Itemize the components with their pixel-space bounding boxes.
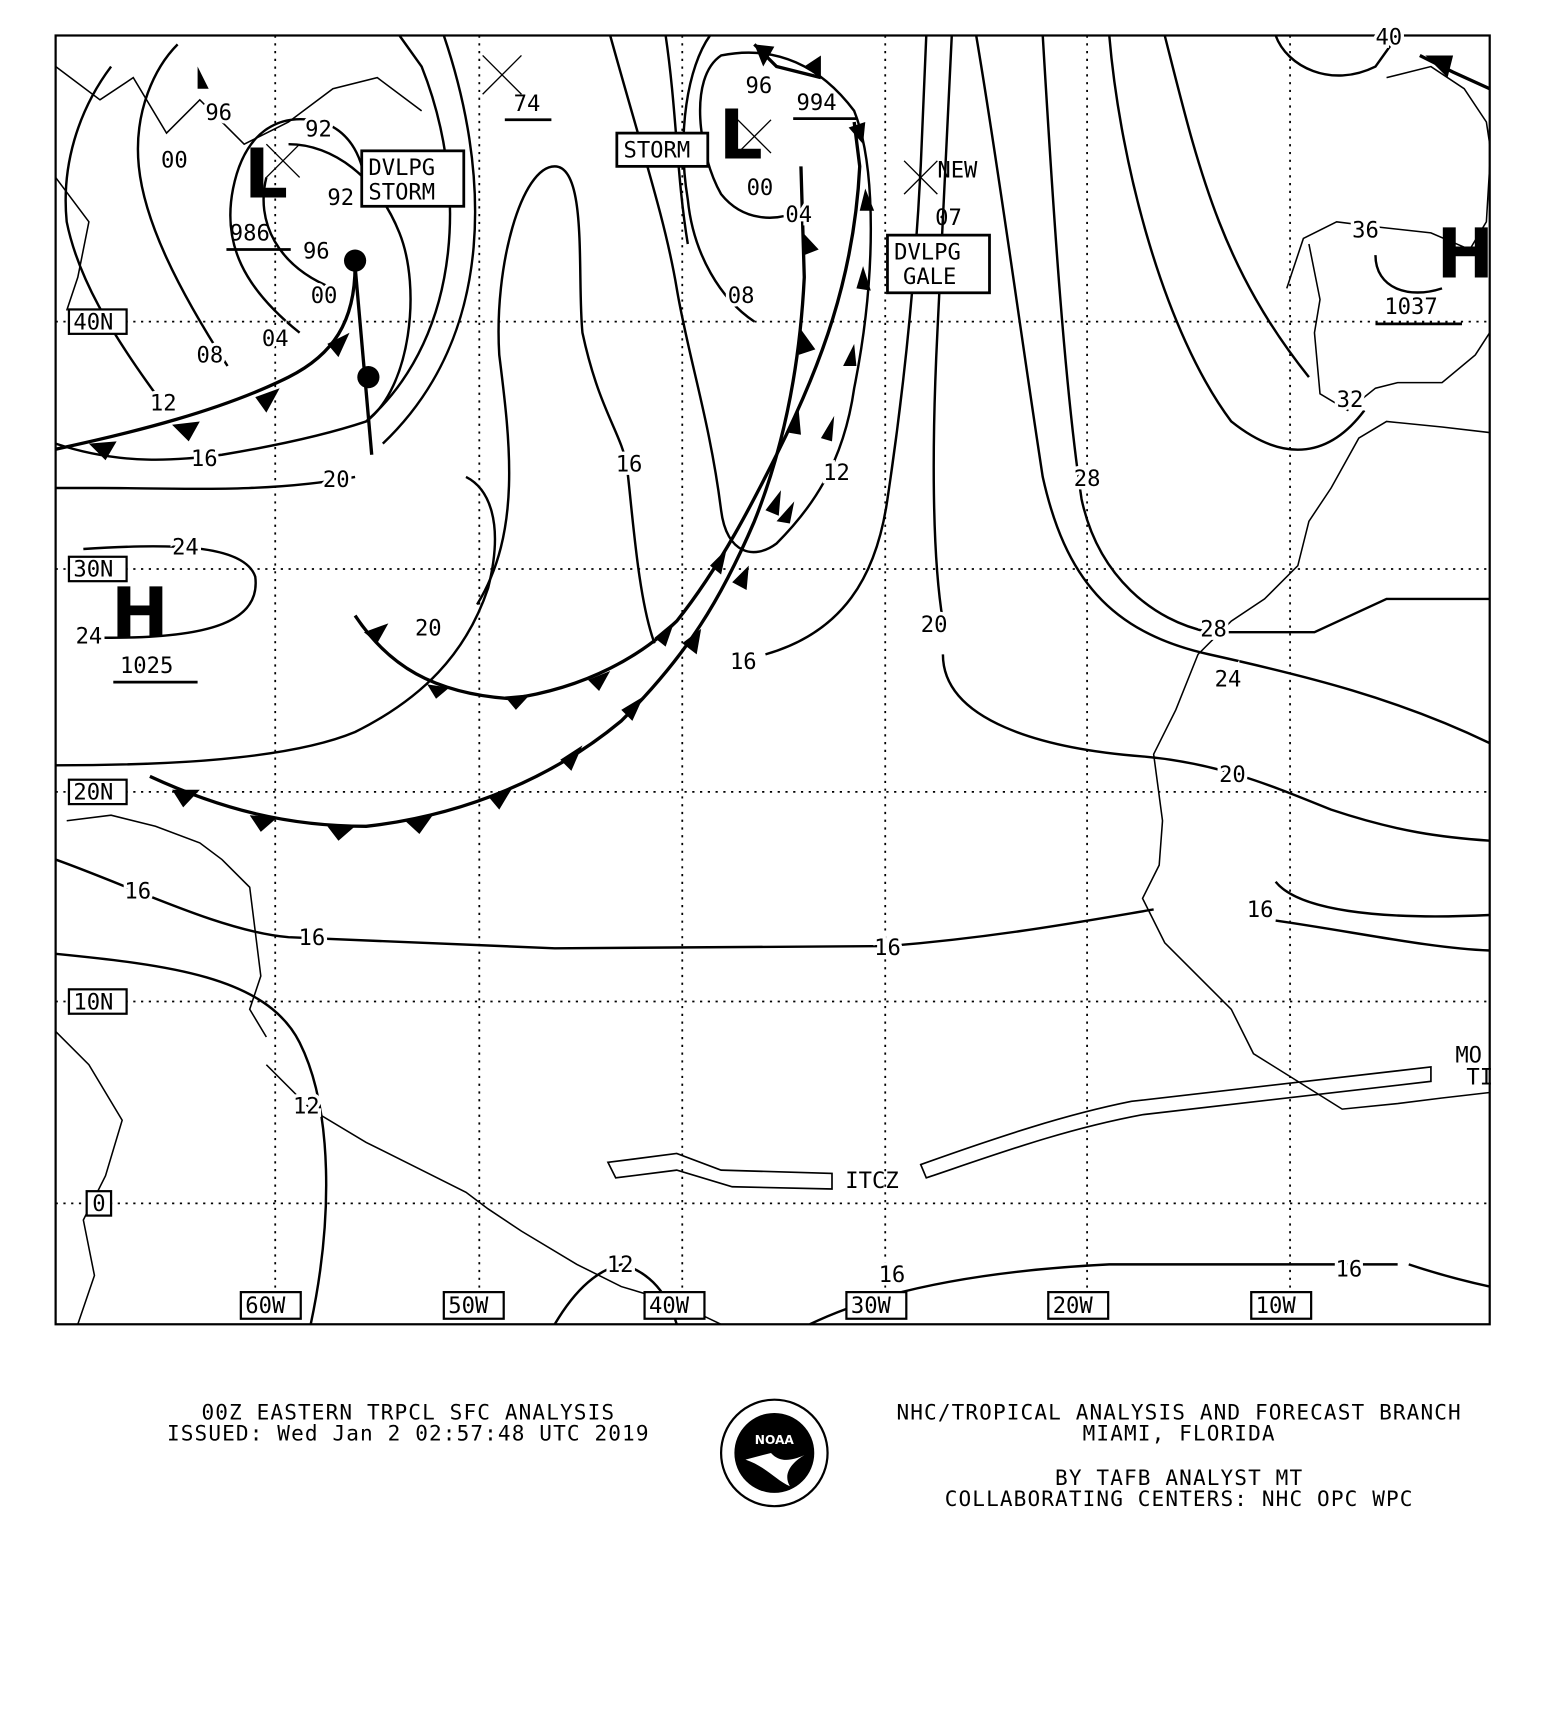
isobar-label: 20 [415, 616, 442, 642]
lat-label-30n: 30N [73, 557, 113, 583]
lon-label-30w: 30W [851, 1293, 892, 1319]
isobar-label: 12 [607, 1252, 634, 1278]
lat-label-20n: 20N [73, 780, 113, 806]
itcz-band [606, 1066, 1432, 1190]
isobar-label: 20 [323, 467, 350, 493]
isobar-label: 00 [311, 283, 338, 309]
isobar-label: 12 [293, 1094, 320, 1120]
monsoon-label-1: MO [1455, 1043, 1482, 1069]
lon-label-50w: 50W [448, 1293, 489, 1319]
isobar-label: 12 [150, 390, 177, 416]
isobar-label: 08 [728, 283, 755, 309]
isobar-label: 04 [785, 202, 812, 228]
isobar-label: 16 [730, 649, 757, 675]
high-center-symbol-1: H [111, 574, 169, 654]
footer: 00Z EASTERN TRPCL SFC ANALYSIS ISSUED: W… [167, 1398, 1461, 1511]
longitude-labels: 60W 50W 40W 30W 20W 10W [239, 1291, 1313, 1320]
new-low-label: NEW [937, 157, 978, 183]
lat-label-40n: 40N [73, 309, 113, 335]
issued-time: ISSUED: Wed Jan 2 02:57:48 UTC 2019 [167, 1421, 650, 1446]
dvlpg-gale-line2: GALE [903, 264, 956, 290]
isobar-label: 16 [1247, 897, 1274, 923]
isobar-label: 08 [196, 343, 223, 369]
isobar-label: 96 [205, 100, 232, 126]
dvlpg-storm-line2: STORM [368, 180, 435, 206]
collaborating-centers: COLLABORATING CENTERS: NHC OPC WPC [945, 1486, 1414, 1511]
front-barbs [88, 44, 1454, 841]
storm-label: STORM [623, 137, 690, 163]
isobar-label: 36 [1352, 217, 1379, 243]
isobar-label: 16 [191, 446, 218, 472]
lon-label-40w: 40W [649, 1293, 690, 1319]
isobar-label: 96 [303, 238, 330, 264]
monsoon-label-2: TI [1466, 1065, 1493, 1091]
location: MIAMI, FLORIDA [1083, 1421, 1276, 1446]
isobar-label: 00 [747, 175, 774, 201]
isobar-label: 92 [327, 185, 354, 211]
isobar-label: 20 [1219, 762, 1246, 788]
isobar-labels: 96 00 92 92 96 00 04 08 12 16 20 24 24 2… [72, 21, 1405, 1291]
lat-lon-grid [55, 35, 1490, 1325]
isobar-label: 04 [262, 326, 289, 352]
analyst: BY TAFB ANALYST MT [1055, 1465, 1303, 1490]
itcz-label: ITCZ [845, 1168, 898, 1194]
isobar-label: 32 [1337, 387, 1364, 413]
isobar-label: 16 [1336, 1257, 1363, 1283]
isobar-label: 28 [1200, 617, 1227, 643]
dvlpg-storm-line1: DVLPG [368, 155, 435, 181]
low-pressure-value-2: 994 [797, 90, 837, 116]
lon-label-10w: 10W [1256, 1293, 1297, 1319]
low-center-symbol-1: L [244, 134, 288, 214]
high-pressure-value-2: 1037 [1384, 294, 1437, 320]
organization: NHC/TROPICAL ANALYSIS AND FORECAST BRANC… [896, 1400, 1461, 1425]
lon-label-60w: 60W [245, 1293, 286, 1319]
isobar-label: 28 [1074, 466, 1101, 492]
isobar-label: 40 [1375, 24, 1402, 50]
isobar-label: 12 [823, 460, 850, 486]
isobar-label: 16 [874, 935, 901, 961]
warning-boxes: DVLPG STORM STORM DVLPG GALE NEW 07 ITCZ… [360, 131, 1493, 1194]
lat-label-equator: 0 [92, 1191, 105, 1217]
low-pressure-value-1: 986 [230, 221, 270, 247]
isobar-label: 24 [1215, 667, 1242, 693]
isobars [55, 34, 1491, 1326]
isobar-label: 24 [76, 623, 103, 649]
isobar-label: 16 [299, 925, 326, 951]
isobar-label: 00 [161, 147, 188, 173]
high-center-symbol-2: H [1436, 214, 1494, 294]
map-area: L 986 L 994 H 1025 H 1037 74 DVLPG STORM… [54, 21, 1494, 1326]
low-pressure-value-3: 74 [514, 91, 541, 117]
isobar-label: 24 [172, 535, 199, 561]
isobar-label: 16 [879, 1262, 906, 1288]
isobar-label: 92 [305, 116, 332, 142]
lon-label-20w: 20W [1053, 1293, 1094, 1319]
isobar-label: 16 [616, 451, 643, 477]
isobar-label: 96 [745, 73, 772, 99]
coastlines [55, 65, 1491, 1325]
new-low-value: 07 [935, 205, 962, 231]
weather-fronts [55, 43, 1491, 1190]
dvlpg-gale-line1: DVLPG [894, 240, 961, 266]
isobar-label: 20 [921, 612, 948, 638]
isobar-label: 16 [124, 878, 151, 904]
latitude-labels: 40N 30N 20N 10N 0 [67, 308, 128, 1217]
lat-label-10n: 10N [73, 989, 113, 1015]
chart-title: 00Z EASTERN TRPCL SFC ANALYSIS [201, 1400, 615, 1425]
noaa-logo: NOAA [719, 1398, 829, 1508]
map-frame [54, 34, 1491, 1326]
high-pressure-value-1: 1025 [120, 653, 173, 679]
noaa-logo-text: NOAA [755, 1433, 795, 1447]
pressure-centers: L 986 L 994 H 1025 H 1037 74 [111, 54, 1494, 684]
